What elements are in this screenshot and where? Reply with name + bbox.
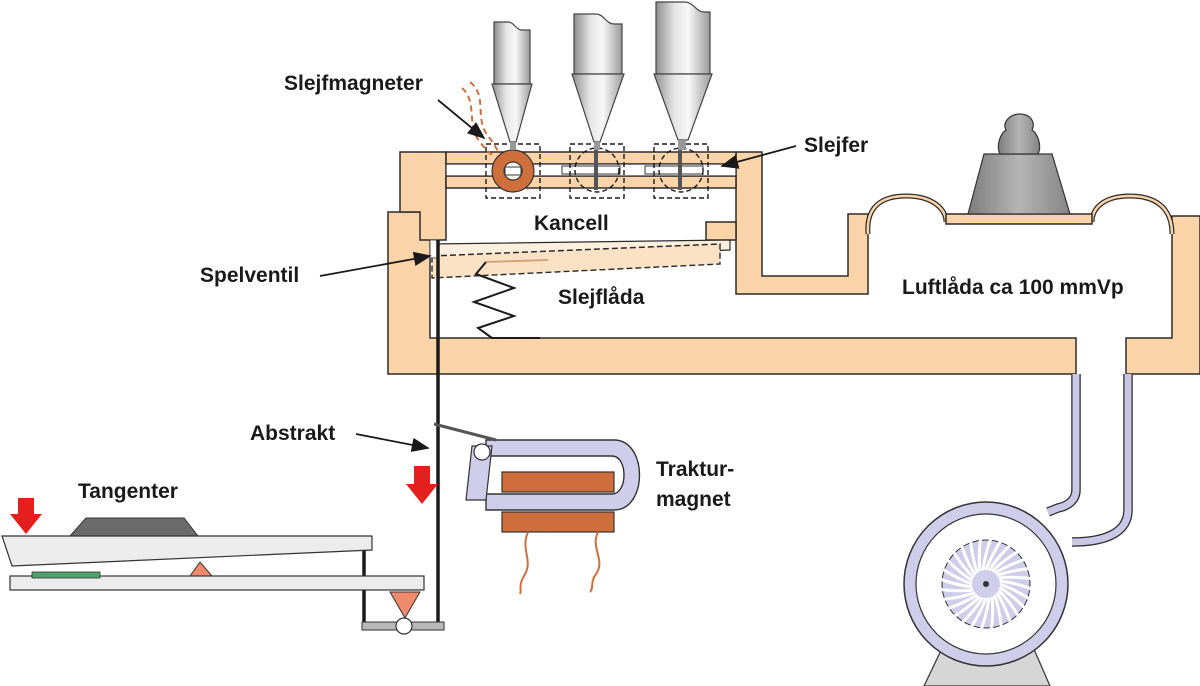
labels: Slejfmagneter Slejfer Kancell Spelventil…	[78, 72, 1124, 511]
label-abstrakt: Abstrakt	[250, 422, 335, 445]
pipe-2	[571, 13, 625, 150]
fan-blade	[977, 515, 988, 572]
fan-blade	[997, 589, 1030, 638]
fan-blade	[995, 591, 1017, 646]
leader-lines	[319, 99, 797, 452]
fan-blade	[955, 522, 977, 577]
chest-right-wall	[735, 151, 869, 295]
fan-blade	[924, 593, 979, 615]
air-box	[865, 113, 1175, 547]
keyboard	[1, 517, 425, 591]
fan-blade	[987, 529, 1030, 572]
fan-blade	[917, 582, 974, 593]
pipe-1	[491, 21, 533, 150]
fan-blade	[999, 582, 1049, 615]
label-traktur-line2: magnet	[656, 488, 731, 511]
fan-blade	[931, 540, 974, 583]
label-slejfer: Slejfer	[804, 134, 868, 157]
pallet-valve	[429, 239, 731, 339]
fan-blade	[993, 553, 1048, 575]
label-tangenter: Tangenter	[78, 480, 178, 503]
fan-blade	[942, 530, 975, 579]
label-spelventil: Spelventil	[200, 264, 299, 287]
label-kancell: Kancell	[534, 212, 609, 235]
label-slejflada: Slejflåda	[558, 286, 645, 309]
fan-blade	[998, 575, 1055, 586]
fan-blade	[969, 597, 991, 652]
press-arrows	[10, 466, 438, 534]
pallet-spring	[470, 261, 540, 339]
kancell-ledge	[705, 221, 737, 241]
traktur-magnet	[433, 422, 641, 595]
fan-blade	[998, 585, 1041, 628]
label-slejfmagneter: Slejfmagneter	[284, 72, 423, 95]
fan-blade	[984, 521, 1017, 571]
tracker-press-arrow	[406, 466, 438, 504]
label-luftlada: Luftlåda ca 100 mmVp	[902, 276, 1124, 299]
label-traktur-line1: Traktur-	[656, 458, 734, 481]
fan-blade	[932, 595, 981, 628]
wind-chest	[387, 151, 1200, 375]
fan-blade	[942, 596, 985, 639]
sliders	[445, 150, 737, 190]
fan-blade	[919, 591, 976, 602]
pipe-3	[653, 1, 713, 150]
fan-blade	[999, 579, 1054, 601]
fan-blade	[918, 567, 973, 589]
organ-pipes	[491, 1, 713, 150]
fan-blade	[996, 566, 1053, 577]
blower-fan	[903, 501, 1069, 686]
airbox-right-wall	[1125, 215, 1200, 375]
magnet-wires	[461, 81, 501, 157]
fan-blade	[968, 517, 979, 574]
weight	[967, 113, 1071, 215]
fan-blade	[993, 594, 1004, 651]
fan-blade	[981, 516, 1003, 571]
key-press-arrow	[10, 498, 42, 534]
fan-blade	[955, 597, 988, 647]
fan-blade	[923, 553, 973, 586]
fan-blade	[984, 596, 995, 653]
fan-blade	[991, 540, 1040, 573]
